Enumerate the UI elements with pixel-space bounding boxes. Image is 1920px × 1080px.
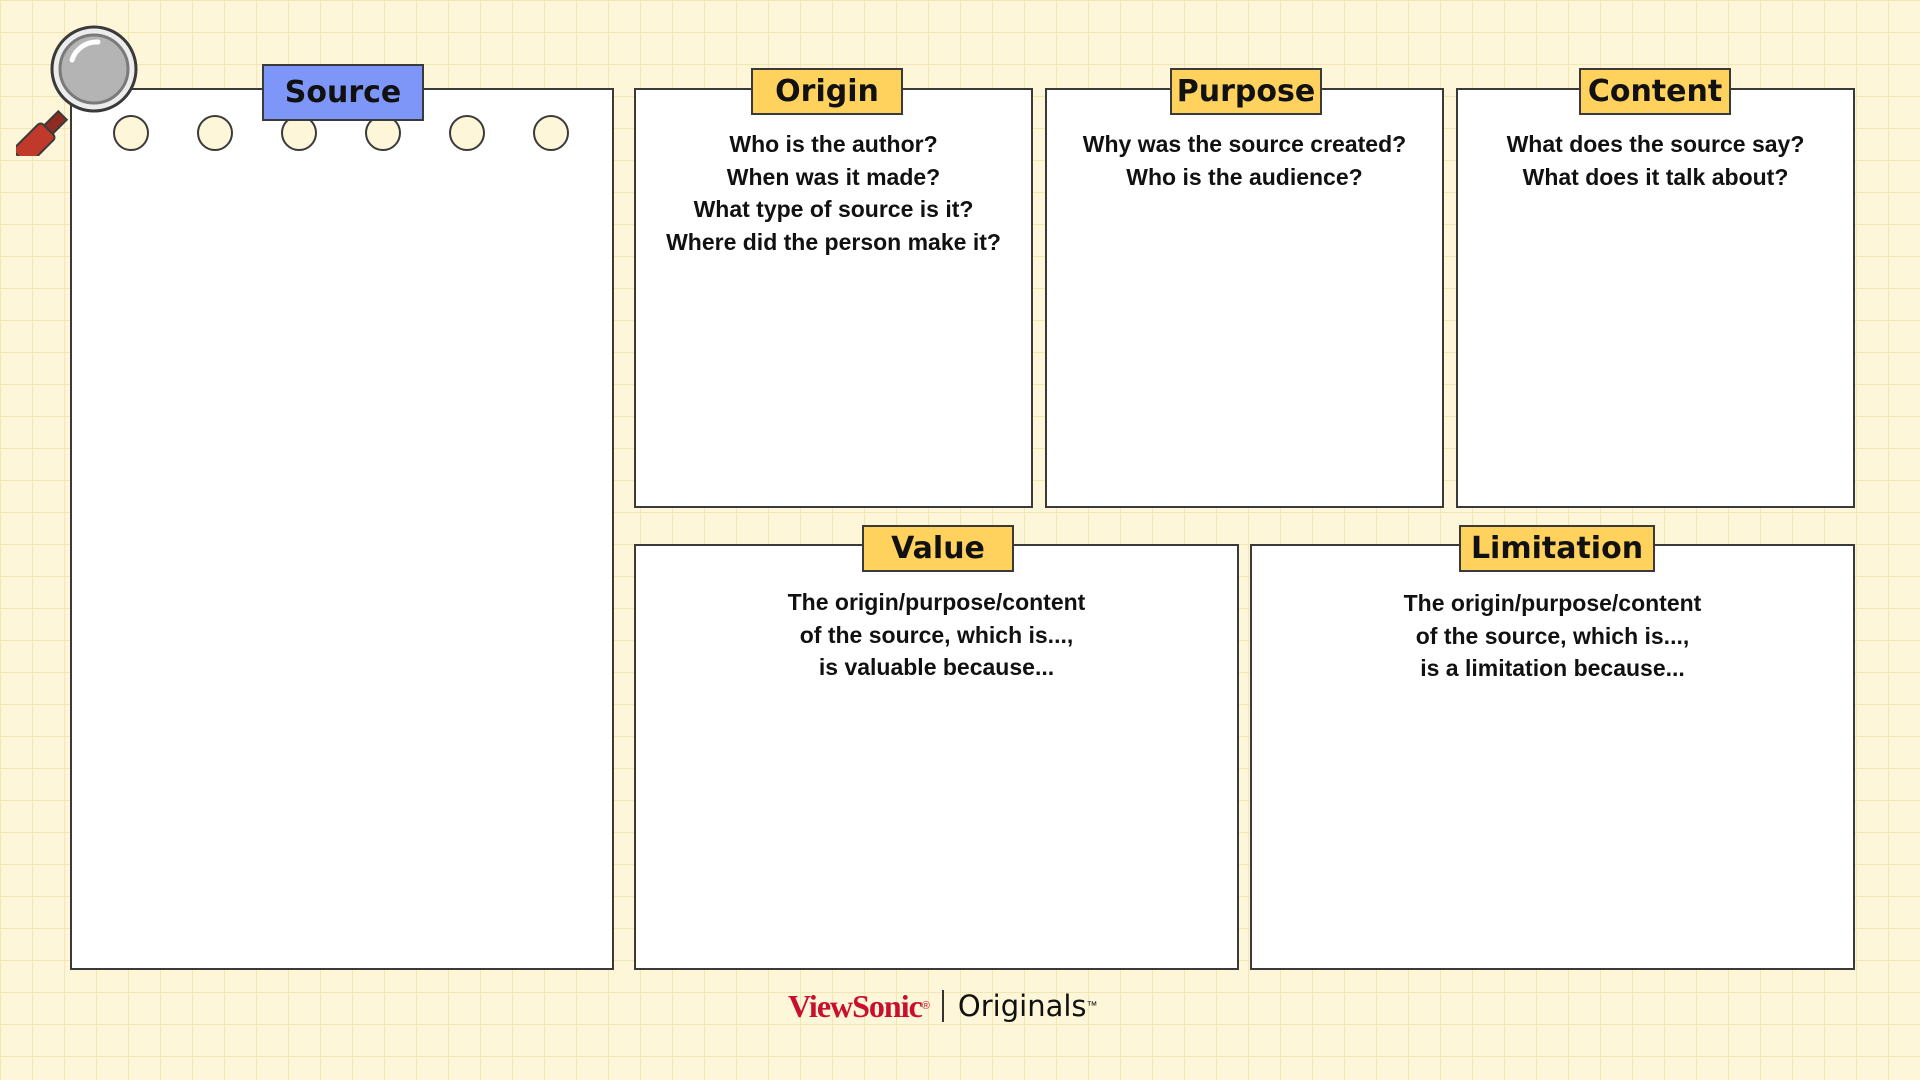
origin-prompt-line: Where did the person make it?: [666, 228, 1001, 255]
content-prompt-line: What does the source say?: [1506, 131, 1805, 157]
value-prompt-line: The origin/purpose/content: [787, 589, 1086, 615]
purpose-prompt: Why was the source created? Who is the a…: [1045, 128, 1444, 193]
content-prompt-line: What does it talk about?: [1522, 163, 1789, 190]
limitation-prompt-line: is a limitation because...: [1420, 655, 1685, 681]
brand-divider: [941, 990, 944, 1022]
binder-hole: [533, 115, 569, 151]
value-prompt-line: of the source, which is...,: [799, 621, 1074, 648]
value-prompt-line: is valuable because...: [818, 654, 1055, 680]
origin-prompt-line: What type of source is it?: [693, 196, 974, 222]
magnifying-glass-icon: [16, 25, 138, 156]
brand-name: ViewSonic: [788, 987, 923, 1024]
binder-hole: [365, 115, 401, 151]
origin-prompt-line: Who is the author?: [729, 131, 938, 157]
purpose-prompt-line: Who is the audience?: [1126, 163, 1363, 190]
origin-prompt: Who is the author? When was it made? Wha…: [634, 128, 1033, 258]
content-title: Content: [1579, 68, 1731, 115]
binder-hole: [281, 115, 317, 151]
origin-prompt-line: When was it made?: [726, 163, 941, 190]
brand-logo: ViewSonic ® Originals ™: [788, 986, 1098, 1026]
purpose-prompt-line: Why was the source created?: [1082, 131, 1407, 157]
limitation-prompt-line: of the source, which is...,: [1415, 622, 1690, 649]
binder-hole: [449, 115, 485, 151]
source-title: Source: [262, 64, 424, 121]
registered-mark: ®: [921, 1000, 930, 1012]
trademark-mark: ™: [1086, 1000, 1098, 1012]
value-prompt: The origin/purpose/content of the source…: [634, 586, 1239, 684]
origin-title: Origin: [751, 68, 903, 115]
content-prompt: What does the source say? What does it t…: [1456, 128, 1855, 193]
content-panel[interactable]: [1456, 88, 1855, 508]
binder-hole: [113, 115, 149, 151]
source-panel[interactable]: [70, 88, 614, 970]
binder-hole: [197, 115, 233, 151]
limitation-title: Limitation: [1459, 525, 1655, 572]
product-name: Originals: [957, 989, 1087, 1023]
value-title: Value: [862, 525, 1014, 572]
limitation-prompt-line: The origin/purpose/content: [1403, 590, 1702, 616]
origin-panel[interactable]: [634, 88, 1033, 508]
limitation-prompt: The origin/purpose/content of the source…: [1250, 587, 1855, 685]
purpose-panel[interactable]: [1045, 88, 1444, 508]
purpose-title: Purpose: [1170, 68, 1322, 115]
